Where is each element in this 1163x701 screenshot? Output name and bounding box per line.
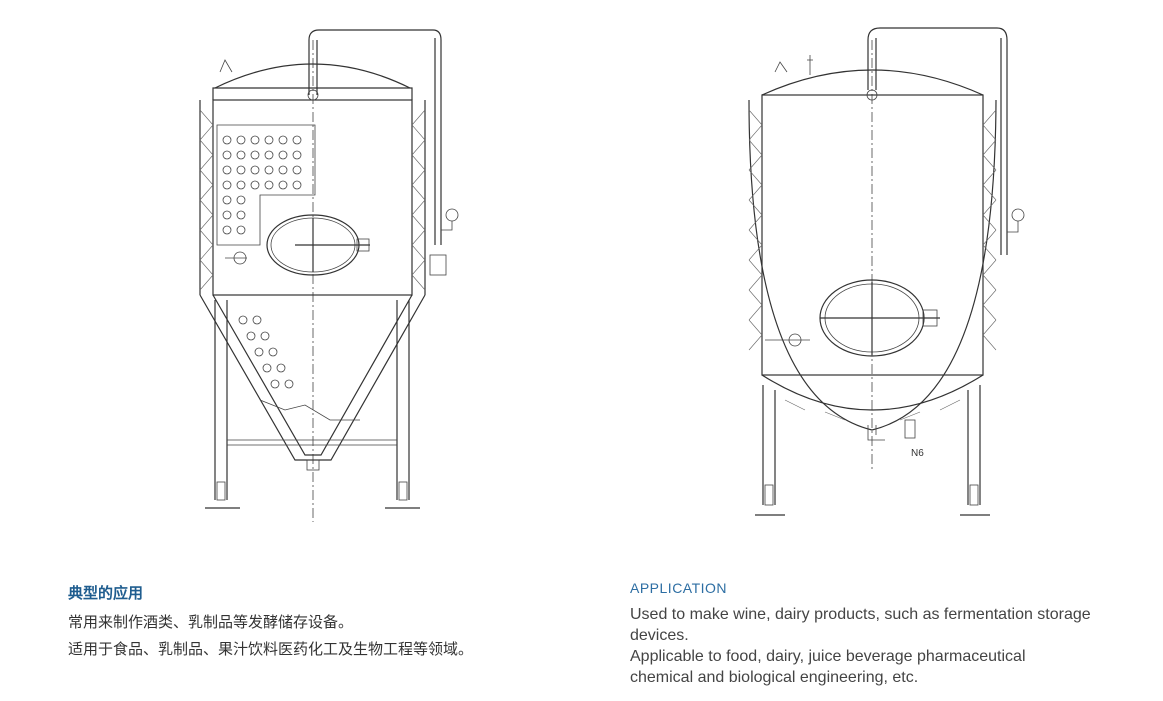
dimple-panel xyxy=(216,124,316,246)
application-en-line-1: Used to make wine, dairy products, such … xyxy=(630,606,1091,623)
dish-rim xyxy=(212,87,413,100)
cip-pipe-inner xyxy=(316,38,436,245)
bottom-insulation-hatch xyxy=(784,399,961,421)
leg-right xyxy=(967,385,981,505)
sample-valve xyxy=(788,333,802,347)
cip-pipe-inner xyxy=(875,38,1002,255)
manway-arms xyxy=(295,218,370,272)
storage-tank-svg: N6 xyxy=(748,27,1025,516)
manway-handle xyxy=(356,238,370,252)
cone-bottom xyxy=(212,294,413,456)
spray-ball xyxy=(307,89,319,101)
spray-ball xyxy=(866,89,878,101)
conical-fermenter-drawing xyxy=(185,0,475,530)
application-en: APPLICATION Used to make wine, dairy pro… xyxy=(630,580,1150,688)
cip-pipe xyxy=(867,27,1008,255)
cone-dimples xyxy=(238,315,294,389)
pressure-gauge xyxy=(445,208,459,222)
application-cn-title: 典型的应用 xyxy=(68,584,144,602)
bottom-dish xyxy=(761,374,984,411)
leg-left xyxy=(214,300,228,500)
bottom-outlet xyxy=(867,425,885,441)
foot-right xyxy=(969,484,979,506)
jacket-walls xyxy=(199,100,426,295)
application-en-line-2: devices. xyxy=(630,627,689,644)
gauge-pipe xyxy=(1007,221,1019,233)
gauge-pipe xyxy=(441,221,453,231)
outer-jacket xyxy=(748,99,997,431)
cone-outlet-pipe xyxy=(259,399,360,421)
dimple-pattern xyxy=(222,135,302,235)
foot-left xyxy=(764,484,774,506)
application-en-line-4: chemical and biological engineering, etc… xyxy=(630,669,919,686)
foot-left xyxy=(216,481,226,501)
application-en-line-3: Applicable to food, dairy, juice beverag… xyxy=(630,648,1026,665)
left-insulation-hatch xyxy=(748,109,763,351)
nozzle-label-n6: N6 xyxy=(911,448,924,459)
cylinder-shell xyxy=(761,94,984,376)
leg-left xyxy=(762,385,776,505)
pressure-gauge xyxy=(1011,208,1025,222)
storage-tank-drawing: N6 xyxy=(735,0,1035,530)
lifting-lug xyxy=(219,59,233,73)
manway-arms xyxy=(820,282,940,355)
right-insulation-hatch xyxy=(982,109,997,351)
right-insulation-hatch xyxy=(411,109,426,291)
pressure-valve xyxy=(429,254,447,276)
application-cn: 典型的应用 常用来制作酒类、乳制品等发酵储存设备。 适用于食品、乳制品、果汁饮料… xyxy=(68,582,588,663)
bottom-outlet xyxy=(306,459,320,471)
sample-valve xyxy=(233,251,247,265)
application-cn-line-2: 适用于食品、乳制品、果汁饮料医药化工及生物工程等领域。 xyxy=(68,640,474,658)
left-insulation-hatch xyxy=(199,109,214,291)
cone-jacket xyxy=(199,294,426,461)
lifting-lug xyxy=(774,61,788,73)
application-en-title: APPLICATION xyxy=(630,580,728,596)
application-cn-line-1: 常用来制作酒类、乳制品等发酵储存设备。 xyxy=(68,613,354,631)
foot-right xyxy=(398,481,408,501)
leg-brace xyxy=(227,439,397,446)
drain-nozzle xyxy=(904,419,916,439)
leg-right xyxy=(396,300,410,500)
top-dish xyxy=(214,63,411,89)
manway-handle xyxy=(922,309,938,327)
top-vent xyxy=(807,55,813,75)
cip-pipe xyxy=(308,29,442,245)
conical-fermenter-svg xyxy=(199,29,459,522)
top-dish xyxy=(761,69,984,96)
